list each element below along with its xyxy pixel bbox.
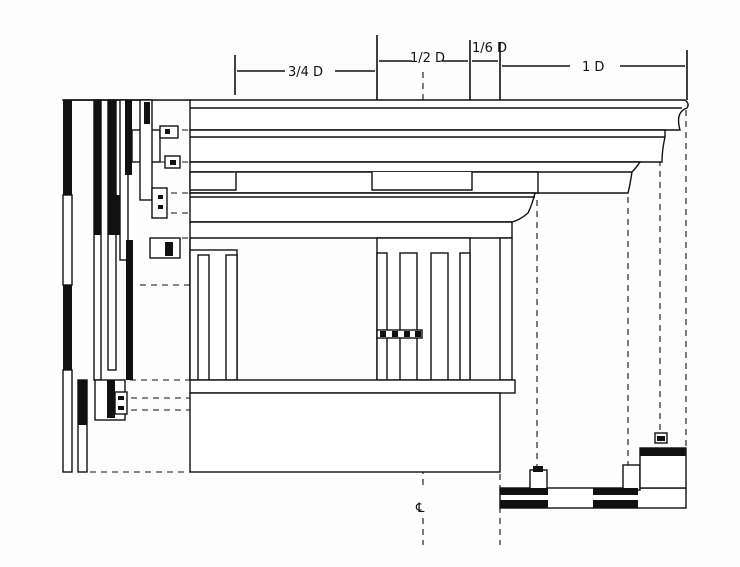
section-profile xyxy=(62,99,191,473)
architrave xyxy=(189,379,516,473)
dimension-label-three-quarter-d: 3/4 D xyxy=(288,65,323,80)
dimension-label-half-d: 1/2 D xyxy=(410,51,445,66)
plan-section xyxy=(499,432,687,509)
centerline-symbol: ℄ xyxy=(415,501,425,516)
dimension-label-sixth-d: 1/6 D xyxy=(472,41,507,56)
dimension-label-one-d: 1 D xyxy=(582,60,604,75)
cornice xyxy=(189,99,689,239)
dimension-lines xyxy=(234,35,688,100)
frieze-triglyphs xyxy=(189,237,513,381)
